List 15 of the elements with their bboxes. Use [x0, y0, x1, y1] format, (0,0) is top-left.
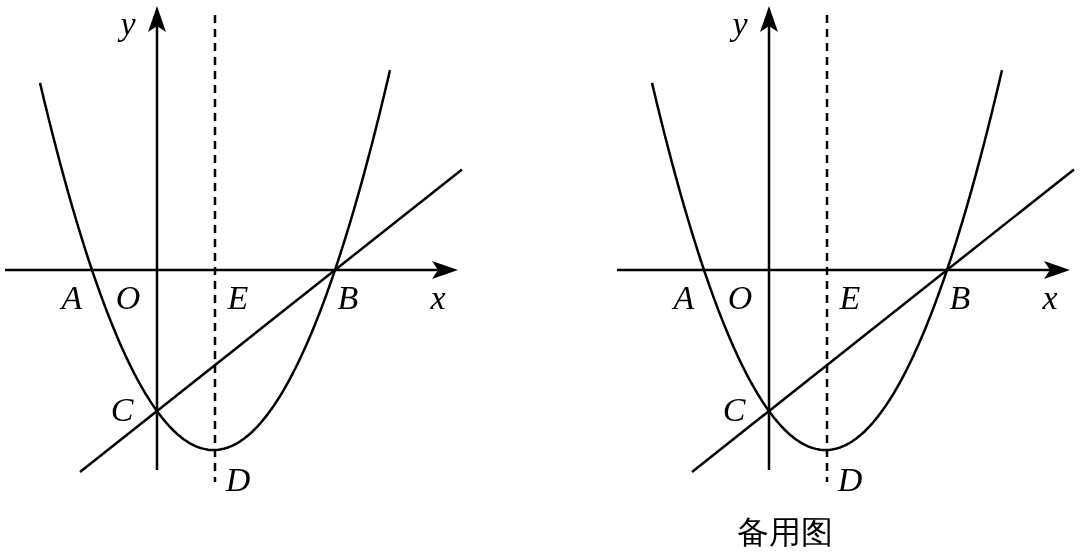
point-label: C [110, 393, 134, 427]
point-label: O [727, 281, 753, 315]
point-label: D [837, 463, 863, 497]
axis-label: x [1042, 281, 1058, 315]
point-label: O [115, 281, 141, 315]
point-label: D [225, 463, 251, 497]
point-label: A [61, 281, 83, 315]
point-label: C [722, 393, 746, 427]
point-label: B [337, 281, 359, 315]
axis-label: x [430, 281, 446, 315]
point-label: A [673, 281, 695, 315]
point-label: E [227, 281, 249, 315]
point-label: E [839, 281, 861, 315]
figure-caption: 备用图 [737, 516, 833, 548]
point-label: B [949, 281, 971, 315]
